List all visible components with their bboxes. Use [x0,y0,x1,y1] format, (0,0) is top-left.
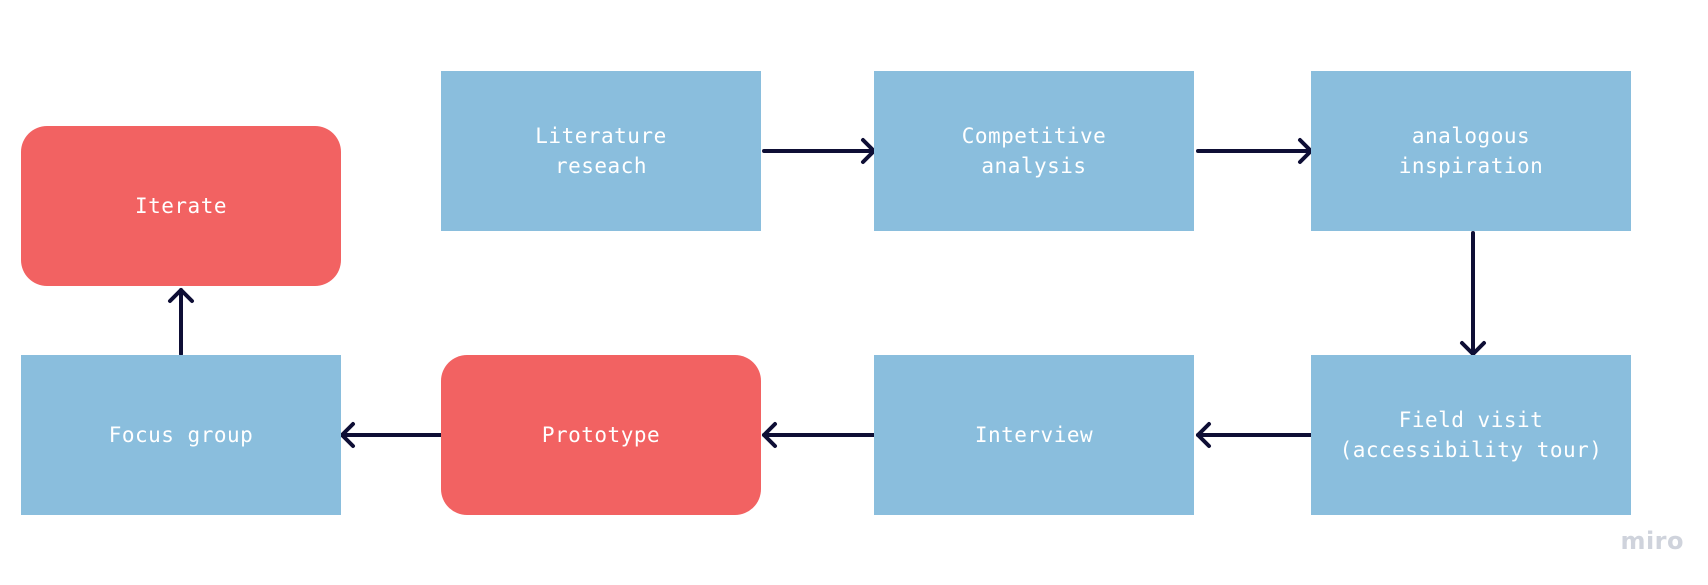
node-literature-research[interactable]: Literature reseach [441,71,761,231]
node-interview[interactable]: Interview [874,355,1194,515]
miro-logo: miro [1620,527,1684,555]
node-focus-group[interactable]: Focus group [21,355,341,515]
node-field-visit[interactable]: Field visit (accessibility tour) [1311,355,1631,515]
arrow-field-visit-to-interview [1196,422,1313,448]
arrow-analogous-to-field-visit [1460,231,1486,356]
arrow-prototype-to-focus-group [340,422,443,448]
arrow-interview-to-prototype [762,422,876,448]
arrow-competitive-to-analogous [1196,138,1313,164]
node-analogous-inspiration[interactable]: analogous inspiration [1311,71,1631,231]
arrow-focus-group-to-iterate [168,288,194,356]
node-iterate[interactable]: Iterate [21,126,341,286]
arrow-literature-to-competitive [762,138,876,164]
node-prototype[interactable]: Prototype [441,355,761,515]
node-competitive-analysis[interactable]: Competitive analysis [874,71,1194,231]
